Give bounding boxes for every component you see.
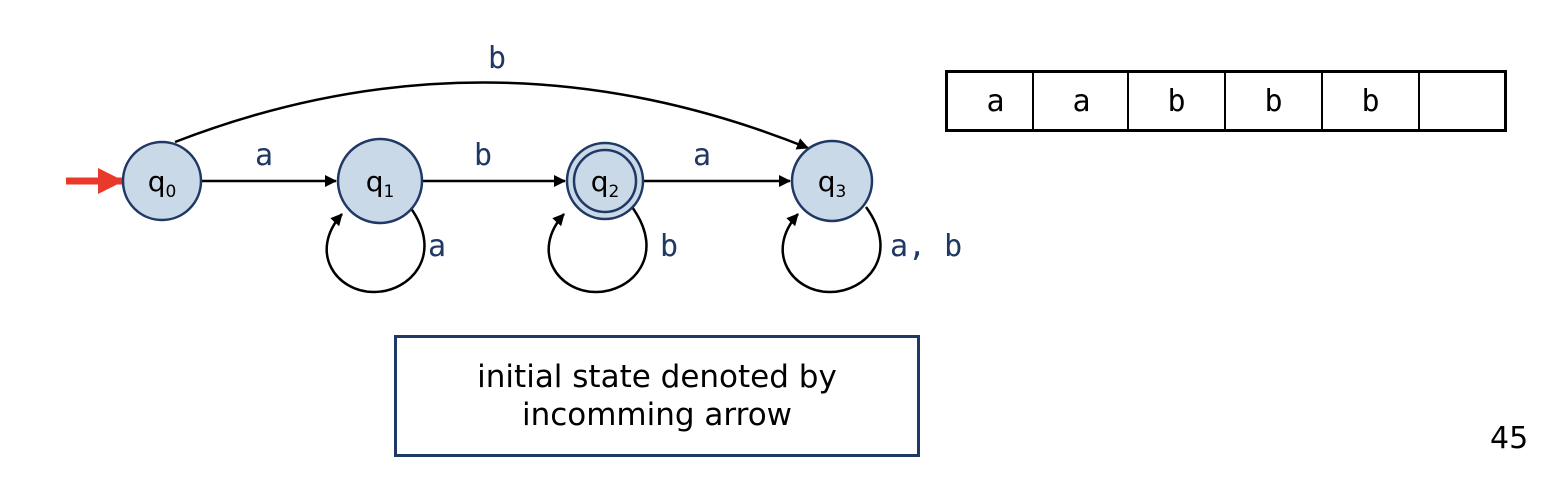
note-box: initial state denoted by incomming arrow <box>394 335 920 457</box>
state-subscript-q1: 1 <box>383 182 394 202</box>
self-loop-label-q2: b <box>660 229 678 264</box>
transition-q1-q2: b <box>422 138 566 187</box>
tape-cell: b <box>1321 70 1418 132</box>
self-loop-q2: b <box>547 206 678 294</box>
state-label-q0: q <box>148 165 166 198</box>
tape-cell: a <box>1032 70 1129 132</box>
svg-text:q2: q2 <box>591 165 620 202</box>
transition-q0-q3: b <box>174 41 809 150</box>
input-tape <box>945 70 1507 132</box>
state-q3: q3 <box>790 139 874 223</box>
state-q2: q2 <box>565 141 645 221</box>
transition-q2-q3: a <box>644 138 791 187</box>
tape-cell: b <box>1127 70 1224 132</box>
state-subscript-q3: 3 <box>835 182 846 202</box>
state-label-q1: q <box>366 165 384 198</box>
state-subscript-q0: 0 <box>165 182 176 202</box>
note-line-1: initial state denoted by <box>477 359 837 395</box>
page-number: 45 <box>1490 421 1529 456</box>
transition-label-q2-q3: a <box>693 138 711 173</box>
transition-label-q0-q1: a <box>255 138 273 173</box>
state-q0: q0 <box>121 140 203 222</box>
tape-cell <box>1418 70 1504 132</box>
svg-text:q3: q3 <box>818 165 847 202</box>
state-q1: q1 <box>336 137 424 225</box>
state-label-q2: q <box>591 165 609 198</box>
self-loop-q3: a, b <box>781 206 962 294</box>
tape-cell: b <box>1224 70 1321 132</box>
svg-text:q0: q0 <box>148 165 177 202</box>
transition-label-q1-q2: b <box>474 138 492 173</box>
state-label-q3: q <box>818 165 836 198</box>
self-loop-q1: a <box>325 206 446 294</box>
accepting-ring-q2 <box>572 148 638 214</box>
note-line-2: incomming arrow <box>521 397 793 433</box>
transition-q0-q1: a <box>202 138 337 187</box>
state-subscript-q2: 2 <box>608 182 619 202</box>
self-loop-label-q3: a, b <box>890 229 962 264</box>
tape-cell: a <box>986 83 1005 119</box>
svg-text:q1: q1 <box>366 165 395 202</box>
self-loop-label-q1: a <box>428 229 446 264</box>
transition-label-q0-q3: b <box>488 41 506 76</box>
